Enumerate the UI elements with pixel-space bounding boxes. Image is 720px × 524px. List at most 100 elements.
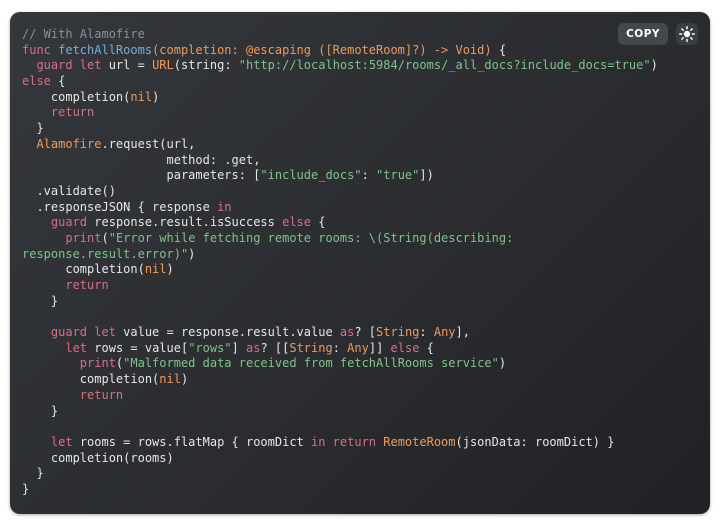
code-token: return	[65, 278, 109, 292]
code-token: }	[22, 466, 44, 481]
code-token: rows = value[	[94, 340, 189, 355]
code-token: else	[22, 74, 59, 89]
code-token: // With Alamofire	[22, 27, 145, 41]
code-token: completion(	[22, 89, 131, 104]
code-token: response.result.isSuccess	[94, 215, 283, 230]
code-token: parameters: [	[22, 168, 261, 183]
code-token: return	[79, 387, 124, 402]
code-line: func fetchAllRooms(completion: @escaping…	[22, 43, 658, 59]
code-token: let	[50, 434, 80, 449]
code-line: Alamofire.request(url,	[22, 137, 658, 153]
code-token	[22, 325, 51, 339]
code-token: as	[246, 340, 261, 355]
code-token	[22, 215, 51, 229]
code-token: completion(	[22, 262, 145, 277]
code-line: }	[22, 294, 658, 310]
code-line: guard response.result.isSuccess else {	[22, 215, 658, 231]
code-token: Any	[347, 340, 369, 355]
code-token: ]	[231, 340, 246, 355]
code-token	[22, 231, 65, 245]
code-token: "true"	[376, 168, 420, 183]
code-line: .responseJSON { response in	[22, 200, 658, 216]
code-token: .responseJSON { response	[22, 199, 218, 214]
code-token: ]]	[368, 340, 391, 355]
code-toolbar: COPY	[618, 23, 698, 45]
code-block: // With Alamofire func fetchAllRooms(comp…	[10, 12, 710, 514]
code-line: print("Error while fetching remote rooms…	[22, 231, 658, 247]
code-token: .validate()	[22, 183, 116, 198]
code-token: {	[498, 42, 507, 57]
code-token: "rows"	[188, 340, 232, 355]
code-line: completion(nil)	[22, 262, 658, 278]
code-token: (	[115, 356, 124, 371]
code-token: {	[58, 74, 66, 89]
code-token: (jsonData: roomDict) }	[455, 434, 615, 449]
code-token: guard let	[50, 325, 124, 340]
code-token	[22, 105, 51, 119]
code-token	[22, 58, 36, 72]
code-token: guard let	[36, 58, 109, 73]
code-line: return	[22, 105, 658, 121]
code-token: ? [[	[260, 340, 290, 355]
code-token: else	[390, 340, 427, 355]
sun-icon	[679, 26, 695, 42]
code-token	[22, 356, 80, 370]
code-line: let rows = value["rows"] as? [[String: A…	[22, 341, 658, 357]
code-line: parameters: ["include_docs": "true"])	[22, 168, 658, 184]
code-token: nil	[159, 372, 181, 387]
code-line: completion(nil)	[22, 90, 658, 106]
code-token: (completion: @escaping ([RemoteRoom]?) -…	[152, 42, 456, 57]
code-token: }	[22, 121, 44, 136]
code-token: )	[166, 262, 174, 277]
code-token: :	[361, 168, 377, 183]
code-token: return	[50, 105, 95, 120]
code-line: }	[22, 121, 658, 137]
code-token	[22, 388, 80, 402]
code-token: (string:	[173, 58, 239, 73]
code-token: (	[101, 230, 109, 245]
code-token: ])	[419, 168, 434, 183]
code-token: print	[65, 230, 102, 245]
code-token: )	[498, 356, 507, 371]
code-token	[22, 341, 65, 355]
copy-button[interactable]: COPY	[618, 23, 668, 45]
code-line	[22, 419, 658, 435]
code-line: response.result.error)")	[22, 247, 658, 263]
code-token: }	[22, 481, 30, 496]
code-token: "http://localhost:5984/rooms/_all_docs?i…	[238, 58, 651, 73]
theme-toggle-button[interactable]	[676, 23, 698, 45]
code-token: }	[22, 403, 59, 418]
code-token: as	[339, 325, 355, 340]
code-token: )	[180, 372, 189, 387]
code-line: return	[22, 388, 658, 404]
code-token: :	[419, 325, 434, 340]
code-token: }	[22, 293, 59, 308]
code-token: else	[282, 215, 319, 230]
code-token: )	[484, 42, 499, 57]
code-token: value = response.result.value	[123, 325, 340, 340]
code-token: String	[376, 325, 420, 340]
code-line: let rooms = rows.flatMap { roomDict in r…	[22, 435, 658, 451]
code-token: nil	[144, 262, 167, 277]
code-token: String	[289, 340, 333, 355]
code-token: in	[217, 199, 232, 214]
code-token: Any	[433, 325, 456, 340]
code-token: guard	[50, 215, 95, 230]
code-token: :	[332, 340, 348, 355]
code-token: )	[188, 246, 196, 261]
code-token: .request(url,	[101, 136, 196, 151]
code-token: )	[152, 89, 160, 104]
code-token: rooms = rows.flatMap { roomDict	[79, 434, 311, 449]
code-token: {	[318, 215, 326, 230]
code-line	[22, 309, 658, 325]
code-token	[22, 278, 65, 292]
code-line: // With Alamofire	[22, 27, 658, 43]
code-token: in return	[311, 434, 384, 449]
code-token: Alamofire	[36, 136, 102, 151]
code-line: completion(rooms)	[22, 451, 658, 467]
code-line: completion(nil)	[22, 372, 658, 388]
code-content: // With Alamofire func fetchAllRooms(comp…	[22, 27, 658, 498]
code-line: guard let url = URL(string: "http://loca…	[22, 58, 657, 74]
code-token: response.result.error)"	[22, 246, 189, 261]
code-line: print("Malformed data received from fetc…	[22, 356, 658, 372]
